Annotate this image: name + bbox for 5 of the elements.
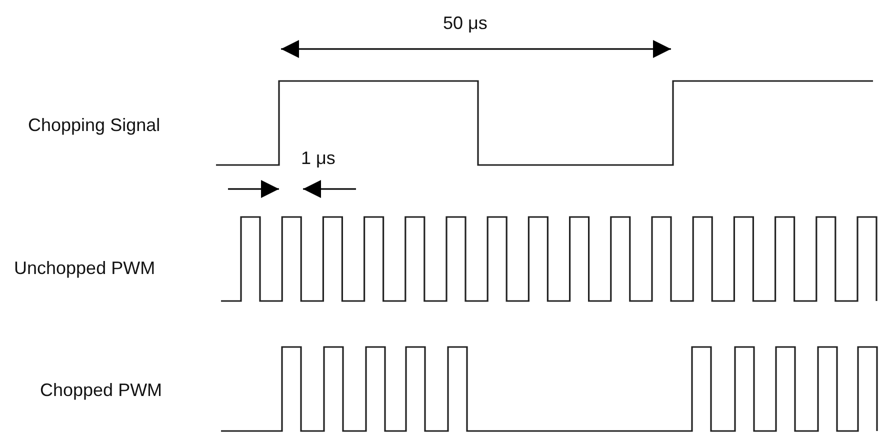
dimension-label: 50 μs: [443, 14, 488, 32]
signal-name: Unchopped PWM: [14, 259, 156, 277]
signal-name: Chopping Signal: [28, 116, 160, 134]
signal-name: Chopped PWM: [40, 381, 162, 399]
dimension-label: 1 μs: [301, 149, 336, 167]
